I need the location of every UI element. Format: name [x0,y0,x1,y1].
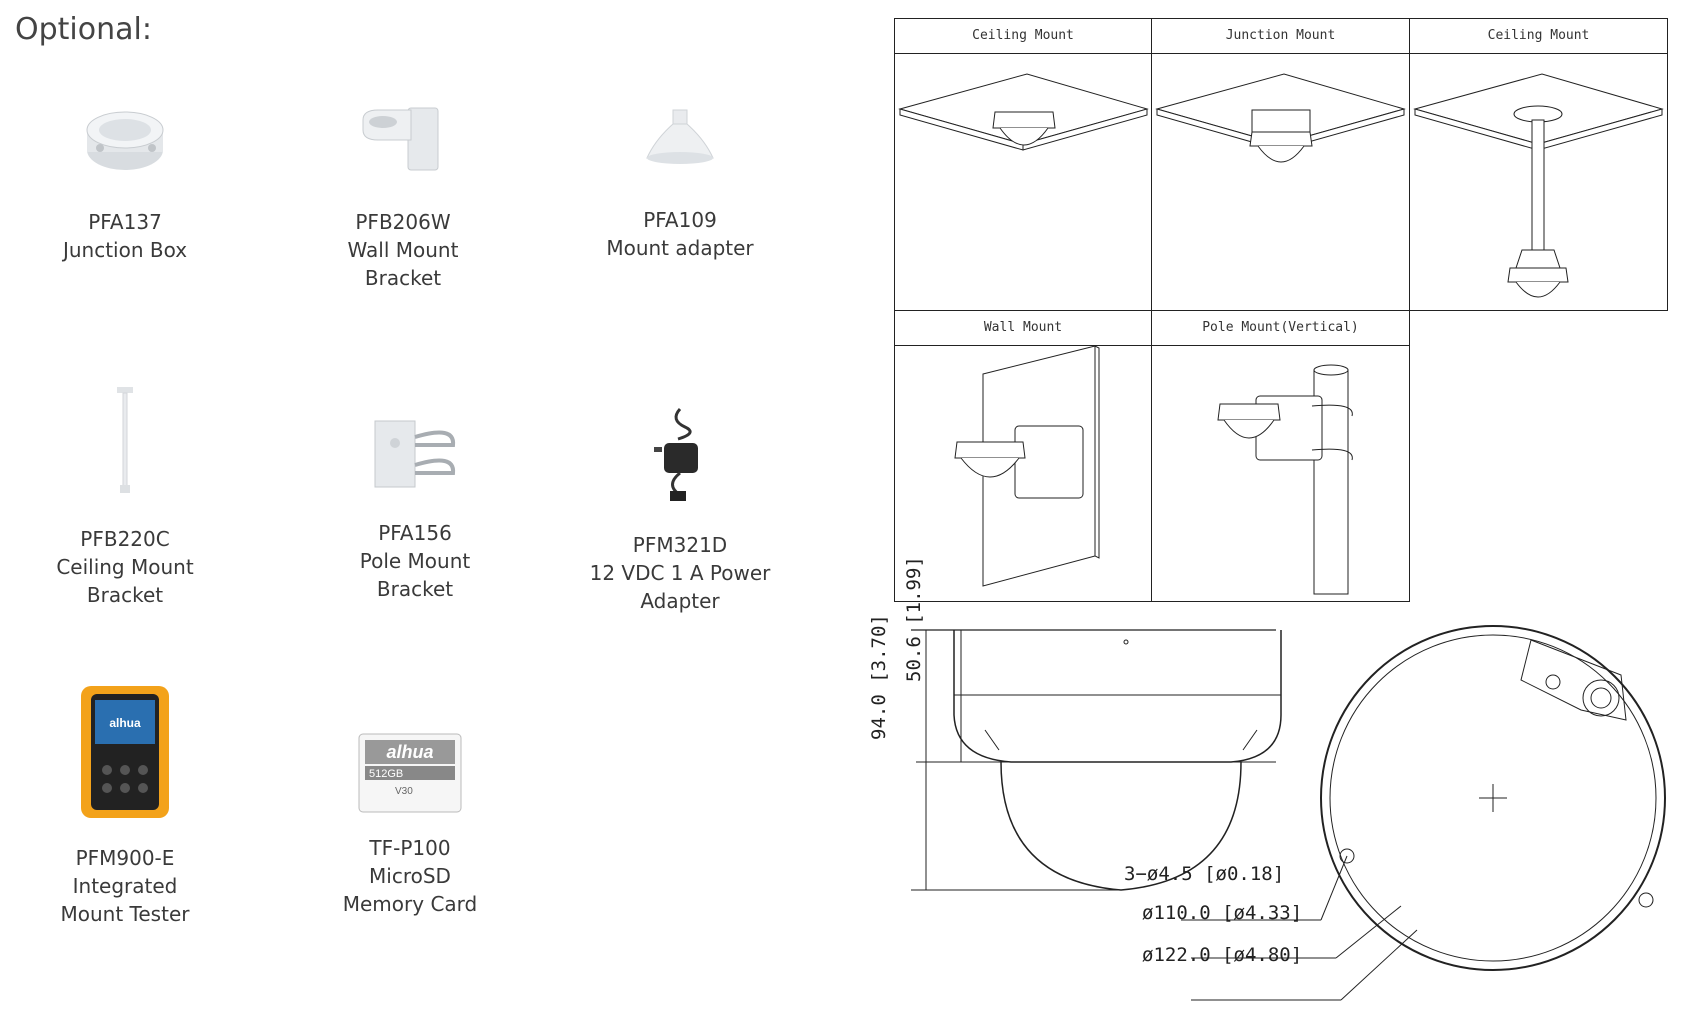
mount-cell-ceiling-1: Ceiling Mount [894,18,1152,311]
accessory-model: PFM900-E [75,846,175,870]
accessory-model: PFM321D [632,533,728,557]
mount-cell-title: Wall Mount [895,311,1151,346]
accessory-pfa156: PFA156 Pole Mount Bracket [285,415,545,603]
accessory-pfa137: PFA137 Junction Box [0,100,255,264]
accessory-desc: Mount Tester [60,902,190,926]
mount-cell-title: Ceiling Mount [895,19,1151,54]
accessory-model: PFA137 [88,210,162,234]
accessory-desc: Mount adapter [606,236,754,260]
accessory-desc: MicroSD [369,864,451,888]
accessory-desc: Junction Box [62,238,188,262]
power-adapter-image [654,407,698,501]
mount-tester-image: alhua [81,686,169,818]
card-capacity-text: 512GB [369,768,403,780]
mount-cell-pole: Pole Mount(Vertical) [1151,310,1410,602]
dimension-height-base: 50.6 [1.99] [903,556,925,682]
accessory-desc: Integrated [72,874,178,898]
accessory-desc: 12 VDC 1 A Power [589,561,771,585]
accessory-model: PFA156 [378,521,452,545]
accessory-desc: Adapter [640,589,720,613]
mount-cell-ceiling-2: Ceiling Mount [1409,18,1668,311]
card-brand-text: alhua [386,742,433,762]
accessory-pfm900e: alhua PFM900-E Integrated Mount Tester [0,682,255,928]
accessory-desc: Ceiling Mount [56,555,194,579]
accessory-model: PFB220C [80,527,170,551]
mount-cell-title: Ceiling Mount [1410,19,1667,54]
accessory-tfp100: alhua 512GB V30 TF-P100 MicroSD Memory C… [280,730,540,918]
accessory-desc: Bracket [364,266,442,290]
dimension-outer-diameter: ø122.0 [ø4.80] [1142,944,1303,966]
tester-brand-text: alhua [109,716,141,730]
ceiling-pendant-mount-diagram [1413,73,1664,298]
dimension-drawing [911,625,1666,1001]
mount-cell-title: Pole Mount(Vertical) [1152,311,1409,346]
ceiling-mount-bracket-image [117,387,133,493]
accessory-desc: Bracket [86,583,164,607]
card-marks-text: V30 [395,786,413,797]
accessory-desc: Pole Mount [359,549,471,573]
mount-cell-title: Junction Mount [1152,19,1409,54]
accessory-desc: Bracket [376,577,454,601]
accessory-model: TF-P100 [369,836,451,860]
accessory-pfa109: PFA109 Mount adapter [550,100,810,262]
page-heading: Optional: [15,12,152,47]
accessory-pfm321d: PFM321D 12 VDC 1 A Power Adapter [550,405,810,615]
accessory-model: PFA109 [643,208,717,232]
dimension-height-total: 94.0 [3.70] [868,614,890,740]
pole-mount-bracket-image [374,420,456,488]
ceiling-mount-diagram [898,73,1149,151]
mount-cell-junction: Junction Mount [1151,18,1410,311]
pole-mount-diagram [1217,364,1353,595]
accessory-desc: Wall Mount [347,238,459,262]
accessory-model: PFB206W [355,210,451,234]
memory-card-image: alhua 512GB V30 [358,733,462,813]
dimension-holes: 3−ø4.5 [ø0.18] [1124,863,1285,885]
wall-mount-diagram [954,345,1100,587]
dimension-inner-diameter: ø110.0 [ø4.33] [1142,902,1303,924]
accessory-pfb220c: PFB220C Ceiling Mount Bracket [0,385,255,609]
mount-adapter-image [646,109,714,164]
mount-cell-wall: Wall Mount [894,310,1152,602]
junction-mount-diagram [1155,73,1406,163]
wall-mount-bracket-image [362,107,439,171]
accessory-pfb206w: PFB206W Wall Mount Bracket [273,100,533,292]
junction-box-image [86,111,164,170]
accessory-desc: Memory Card [342,892,478,916]
